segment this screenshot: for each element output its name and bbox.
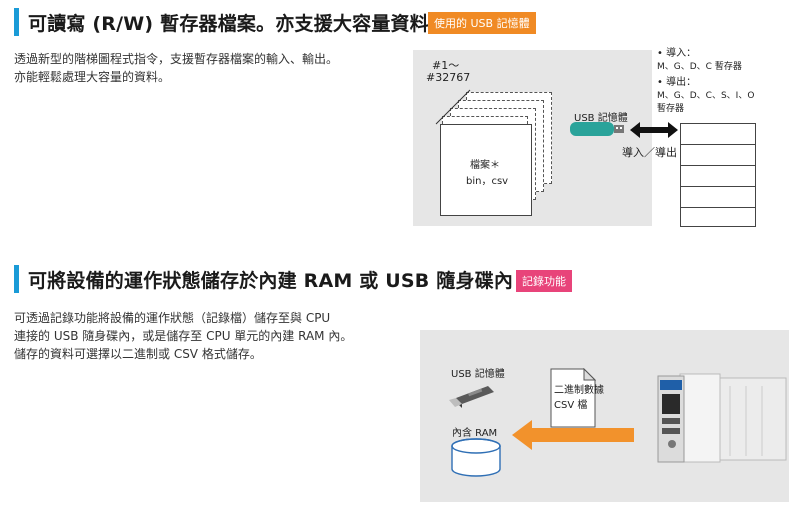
range-label-end: #32767 — [426, 71, 471, 84]
range-label-start: #1～ — [432, 59, 460, 72]
usb-drive-icon — [449, 386, 494, 408]
import-export-label: 導入／導出 — [622, 146, 677, 159]
section2-desc-line1: 可透過記錄功能將設備的運作狀態（記錄檔）儲存至與 CPU — [14, 311, 331, 325]
section1-accent-bar — [14, 8, 19, 36]
section1-title: 可讀寫 (R/W) 暫存器檔案。亦支援大容量資料 — [28, 13, 429, 35]
import-note-registers: M、G、D、C 暫存器 — [657, 62, 742, 72]
usb-stick-icon — [570, 122, 624, 136]
section2-tag: 記錄功能 — [516, 270, 572, 292]
internal-ram-label: 內含 RAM — [452, 428, 498, 439]
register-table-cell — [680, 144, 756, 166]
sheet-stack-diagonal — [435, 89, 471, 125]
save-arrow-icon — [512, 420, 634, 450]
data-document-icon — [550, 368, 596, 428]
section2-desc-line3: 儲存的資料可選擇以二進制或 CSV 格式儲存。 — [14, 347, 262, 361]
usb-memory-label: USB 記憶體 — [574, 113, 628, 124]
register-table-cell — [680, 165, 756, 187]
export-note-registers: M、G、D、C、S、I、O — [657, 91, 755, 101]
section1-desc-line1: 透過新型的階梯圖程式指令，支援暫存器檔案的輸入、輸出。 — [14, 52, 339, 66]
doc-label-csv: CSV 檔 — [554, 400, 588, 411]
export-note-suffix: 暫存器 — [657, 104, 685, 114]
section1-desc-line2: 亦能輕鬆處理大容量的資料。 — [14, 70, 171, 84]
register-table-cell — [680, 123, 756, 145]
section1-tag: 使用的 USB 記憶體 — [428, 12, 536, 34]
register-table-cell — [680, 186, 756, 208]
doc-label-binary: 二進制數據 — [554, 385, 604, 396]
file-sheet-front — [440, 124, 532, 216]
double-arrow-icon — [630, 122, 678, 138]
section2-accent-bar — [14, 265, 19, 293]
section2-desc-line2: 連接的 USB 隨身碟內，或是儲存至 CPU 單元的內建 RAM 內。 — [14, 329, 353, 343]
usb-memory-label-2: USB 記憶體 — [451, 369, 505, 380]
ram-database-icon — [451, 438, 501, 477]
plc-cpu-unit-icon — [657, 373, 787, 463]
file-label: 檔案＊ — [470, 160, 500, 171]
section2-title: 可將設備的運作狀態儲存於內建 RAM 或 USB 隨身碟內 — [28, 270, 514, 292]
export-note-title: • 導出： — [657, 77, 697, 88]
register-table-cell — [680, 207, 756, 227]
file-format-label: bin，csv — [466, 176, 509, 187]
import-note-title: • 導入： — [657, 48, 697, 59]
